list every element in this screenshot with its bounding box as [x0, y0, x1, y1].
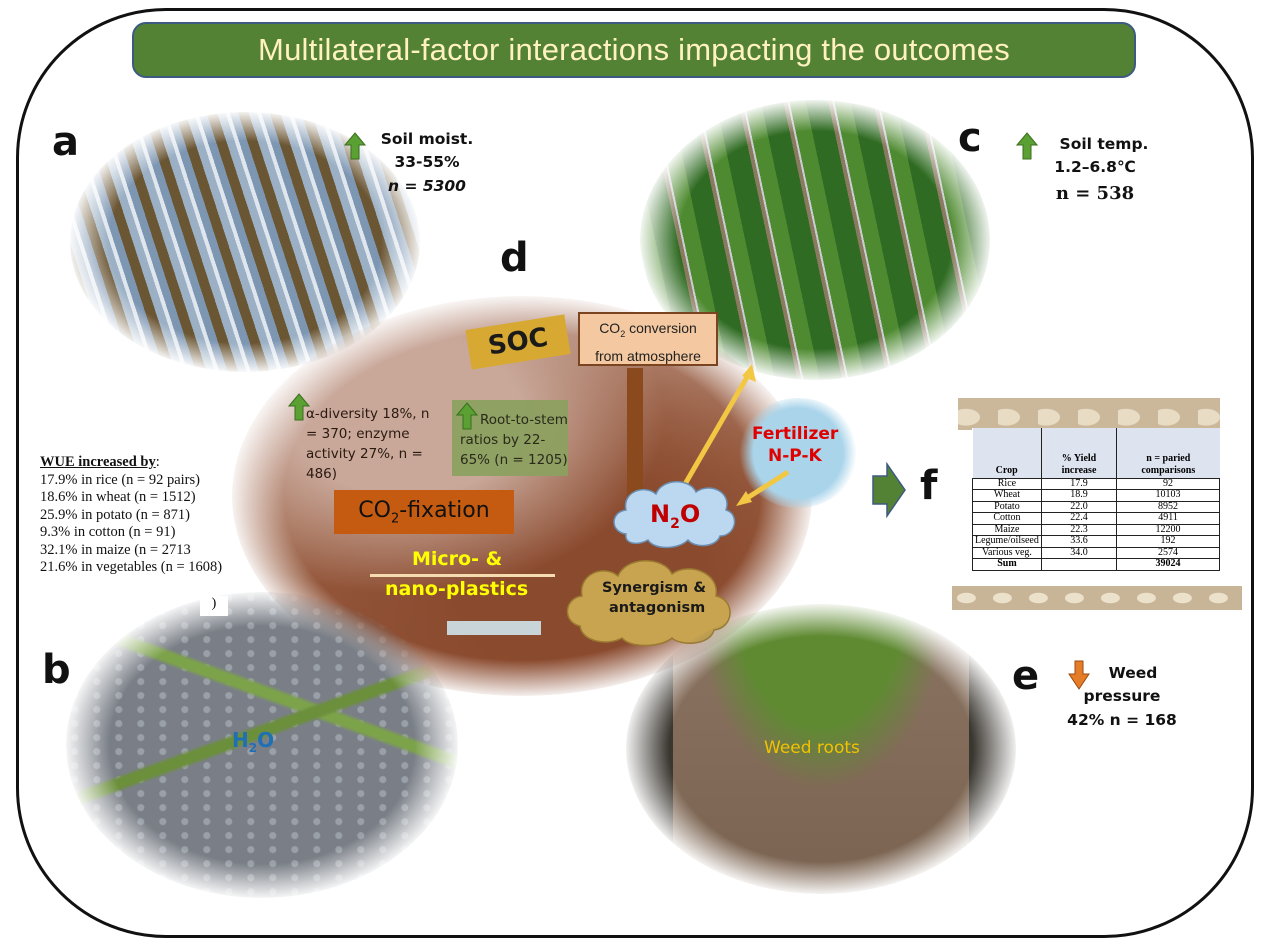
- synergism-cloud: [566, 560, 731, 647]
- cell-yield: 33.6: [1040, 535, 1118, 548]
- cell-yield: 18.9: [1040, 489, 1118, 502]
- micro-plastics-line2: nano-plastics: [385, 578, 529, 600]
- weed-pressure-label2: pressure: [1083, 687, 1161, 706]
- cell-n: 92: [1116, 477, 1220, 490]
- page-title: Multilateral-factor interactions impacti…: [258, 32, 1010, 67]
- panel-letter-c: c: [958, 115, 982, 161]
- col-header-n: n = paried comparisons: [1116, 428, 1220, 478]
- arrow-down-icon: [1068, 660, 1090, 690]
- stray-parenthesis: ): [200, 596, 228, 616]
- wue-line: 18.6% in wheat (n = 1512): [40, 489, 196, 505]
- cell-n: 2574: [1116, 546, 1220, 559]
- cell-n: 39024: [1116, 558, 1220, 571]
- wue-line: 17.9% in rice (n = 92 pairs): [40, 471, 200, 488]
- soil-moisture-n: n = 5300: [388, 176, 466, 195]
- fertilizer-line1: Fertilizer: [752, 424, 839, 444]
- cell-n: 12200: [1116, 523, 1220, 536]
- soil-moisture-label: Soil moist.: [380, 130, 474, 148]
- wue-list: WUE increased by: 17.9% in rice (n = 92 …: [40, 454, 222, 577]
- wue-line: 32.1% in maize (n = 2713: [40, 541, 191, 558]
- synergism-line1: Synergism &: [602, 580, 706, 596]
- soil-temp-callout: Soil temp. 1.2–6.8℃ n = 538: [1030, 133, 1160, 207]
- panel-letter-e: e: [1012, 653, 1040, 699]
- weed-roots-label: Weed roots: [764, 738, 860, 758]
- wue-line: 9.3% in cotton (n = 91): [40, 524, 176, 540]
- n2o-label: N2O: [650, 500, 701, 532]
- h2o-label: H2O: [232, 728, 275, 755]
- cell-crop: Legume/oilseed: [972, 535, 1042, 548]
- cell-crop: Cotton: [972, 512, 1042, 525]
- cell-n: 10103: [1116, 489, 1220, 502]
- weed-pressure-value: 42% n = 168: [1067, 710, 1177, 729]
- soil-moisture-callout: Soil moist. 33-55% n = 5300: [372, 128, 482, 198]
- panel-letter-f: f: [920, 463, 938, 509]
- title-banner: Multilateral-factor interactions impacti…: [132, 22, 1136, 78]
- yield-table-panel: Crop % Yield increase n = paried compari…: [952, 398, 1242, 610]
- col-header-crop: Crop: [972, 428, 1042, 478]
- cell-crop: Wheat: [972, 489, 1042, 502]
- cell-n: 192: [1116, 535, 1220, 548]
- co2-fixation-box: CO2-fixation: [334, 490, 514, 534]
- cell-crop: Rice: [972, 477, 1042, 490]
- pebbles-bottom: [952, 586, 1242, 610]
- weed-pressure-label1: Weed: [1108, 664, 1158, 682]
- arrow-up-icon: [456, 402, 478, 430]
- soil-temp-range: 1.2–6.8℃: [1054, 158, 1136, 177]
- cell-crop: Sum: [972, 558, 1042, 571]
- cell-n: 4911: [1116, 512, 1220, 525]
- photo-weed-roots: [626, 604, 1016, 894]
- panel-letter-b: b: [42, 647, 71, 693]
- arrow-right-icon: [872, 462, 906, 518]
- plastic-fragment: [447, 621, 541, 635]
- cell-yield: 22.3: [1040, 523, 1118, 536]
- cell-crop: Potato: [972, 500, 1042, 513]
- yield-table: Crop % Yield increase n = paried compari…: [972, 428, 1220, 571]
- co2-conversion-sign: CO2 conversion from atmosphere: [578, 312, 718, 366]
- table-row: Sum 39024: [972, 558, 1220, 571]
- cell-n: 8952: [1116, 500, 1220, 513]
- cell-yield: [1040, 558, 1118, 571]
- soc-label: SOC: [486, 322, 550, 362]
- wue-heading: WUE increased by:: [40, 454, 160, 470]
- arrow-up-icon: [288, 393, 310, 421]
- root-stem-callout: Root-to-stem ratios by 22-65% (n = 1205): [460, 412, 568, 468]
- fertilizer-line2: N-P-K: [768, 446, 822, 466]
- soil-moisture-range: 33-55%: [394, 153, 460, 172]
- co2-conversion-line1: CO2 conversion: [599, 320, 697, 339]
- photo-wet-film: [66, 592, 458, 898]
- co2-fixation-label: CO2-fixation: [358, 497, 490, 527]
- arrow-up-icon: [1016, 132, 1038, 160]
- synergism-line2: antagonism: [609, 600, 706, 616]
- weed-pressure-callout: Weed pressure 42% n = 168: [1062, 662, 1182, 732]
- pebbles-top: [958, 398, 1220, 430]
- co2-conversion-line2: from atmosphere: [595, 347, 701, 364]
- soil-temp-n: n = 538: [1055, 182, 1135, 204]
- panel-letter-a: a: [52, 119, 79, 165]
- cell-yield: 17.9: [1040, 477, 1118, 490]
- micro-divider: [370, 574, 555, 577]
- cell-yield: 34.0: [1040, 546, 1118, 559]
- cell-yield: 22.4: [1040, 512, 1118, 525]
- cell-crop: Various veg.: [972, 546, 1042, 559]
- arrow-up-icon: [344, 132, 366, 160]
- soil-temp-label: Soil temp.: [1059, 135, 1149, 153]
- diversity-callout: α-diversity 18%, n = 370; enzyme activit…: [306, 406, 430, 482]
- wue-line: 25.9% in potato (n = 871): [40, 506, 190, 523]
- wue-line: 21.6% in vegetables (n = 1608): [40, 559, 223, 575]
- n2o-cloud: [613, 481, 736, 549]
- cell-crop: Maize: [972, 523, 1042, 536]
- panel-letter-d: d: [500, 235, 529, 281]
- col-header-yield: % Yield increase: [1040, 428, 1118, 478]
- micro-plastics-line1: Micro- &: [412, 548, 503, 570]
- cell-yield: 22.0: [1040, 500, 1118, 513]
- sign-post: [627, 368, 643, 518]
